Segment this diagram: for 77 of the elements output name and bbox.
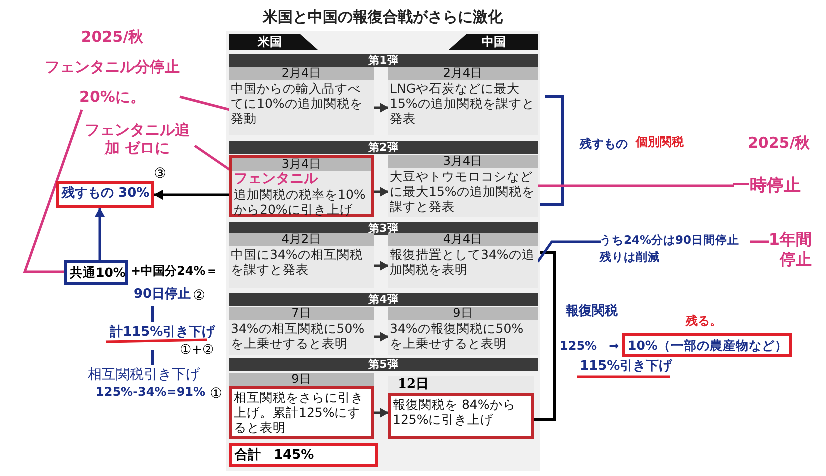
highlight-box — [229, 155, 374, 217]
annotation-text: フェンタニル分停止 — [45, 57, 180, 78]
cell-text: 34%の報復関税に50%を上乗せすると表明 — [390, 321, 525, 351]
annotation-text: 2025/秋 — [748, 134, 810, 152]
annotation-text: 一時停止 — [733, 175, 801, 197]
table-cell — [388, 233, 538, 288]
table-cell — [229, 233, 374, 288]
arrow — [154, 190, 230, 200]
cell-text: 報復関税を 84%から125%に引き上げ — [393, 397, 517, 427]
highlight-box: 10%（一部の農産物など） — [622, 333, 792, 357]
connector-line — [23, 110, 84, 274]
table-cell — [388, 155, 538, 217]
date-label: 12日 — [397, 376, 430, 393]
annotation-text: 個別関税 — [636, 135, 684, 150]
chevron-arrow — [374, 332, 389, 342]
cell-text: 中国に34%の相互関税を課すと発表 — [231, 247, 364, 277]
date-header: 4月2日 — [229, 233, 374, 246]
annotation-text: 計115%引き下げ — [110, 325, 216, 341]
table-cell — [388, 376, 534, 439]
table-cell — [229, 307, 374, 355]
annotation-text: 1年間停止 — [768, 230, 812, 270]
title: 米国と中国の報復合戦がさらに激化 — [262, 8, 504, 27]
annotation-text: +中国分24%＝ — [131, 264, 218, 278]
annotation-text: うち24%分は90日間停止残りは削減 — [600, 232, 741, 266]
round-band: 第1弾 — [229, 54, 538, 67]
date-header: 3月4日 — [232, 158, 371, 171]
annotation-text: 中国 — [482, 35, 506, 50]
date-header: 2月4日 — [388, 67, 538, 80]
cell-text: 34%の相互関税に50%を上乗せすると表明 — [231, 321, 366, 351]
arrow — [95, 208, 105, 260]
annotation-text: 2025/秋 — [80, 27, 145, 48]
annotation-text: 報復関税 — [566, 304, 618, 320]
cell-text: 報復措置として34%の追加関税を表明 — [390, 247, 536, 277]
annotation-text: 115%引き下げ — [580, 359, 672, 375]
date-header: 9日 — [388, 307, 538, 320]
date-header: 4月4日 — [388, 233, 538, 246]
annotation-text: ② — [193, 288, 206, 305]
annotation-text: ① — [210, 386, 223, 403]
annotation-text: 125% → — [560, 339, 620, 354]
annotation-text: フェンタニル追加 ゼロに — [84, 121, 191, 157]
table-cell — [388, 307, 538, 355]
chevron-arrow — [374, 103, 389, 113]
cell-text: 大豆やトウモロコシなどに最大15%の追加関税を課すと発表 — [390, 169, 536, 214]
date-header: 9日 — [229, 373, 374, 386]
annotation-text: 米国 — [258, 35, 282, 50]
cell-text: 中国からの輸入品すべてに10%の追加関税を発動 — [231, 81, 364, 126]
annotation-text: 相互関税引き下げ — [88, 367, 200, 384]
callout-number: ③ — [154, 166, 167, 182]
annotation-text: 残すもの — [580, 137, 628, 152]
connector-line — [180, 96, 230, 112]
annotation-text: 残る。 — [686, 313, 722, 330]
round-band: 第2弾 — [229, 141, 538, 154]
table-cell — [229, 373, 374, 439]
chevron-arrow — [374, 187, 389, 197]
connector-line — [194, 144, 231, 172]
table-cell — [388, 67, 538, 135]
cell-text: 追加関税の税率を10%から20%に引き上げ — [234, 187, 367, 217]
date-header: 3月4日 — [388, 155, 538, 168]
round-band: 第4弾 — [229, 293, 538, 306]
date-header: 7日 — [229, 307, 374, 320]
chevron-arrow — [374, 408, 389, 418]
date-header: 2月4日 — [229, 67, 374, 80]
annotation-text: 20%に。 — [78, 87, 146, 108]
cell-text: 相互関税をさらに引き上げ。累計125%にすると表明 — [234, 390, 365, 435]
connector-line — [536, 240, 601, 263]
chevron-arrow — [374, 261, 389, 271]
round-band: 第5弾 — [229, 358, 538, 371]
connector-line — [538, 184, 734, 188]
annotation-text: ①+② — [180, 343, 214, 359]
cell-text: LNGや石炭などに最大15%の追加関税を課すと発表 — [390, 81, 536, 126]
highlight-box: 合計 145% — [229, 443, 378, 467]
handwritten-text: フェンタニル — [234, 172, 320, 187]
annotation-text: 90日停止 — [134, 287, 192, 303]
highlight-box: 残すもの 30% — [56, 181, 154, 208]
connector-line — [750, 240, 769, 244]
annotation-text: 125%-34%=91% — [96, 385, 206, 400]
table-cell — [229, 67, 374, 135]
